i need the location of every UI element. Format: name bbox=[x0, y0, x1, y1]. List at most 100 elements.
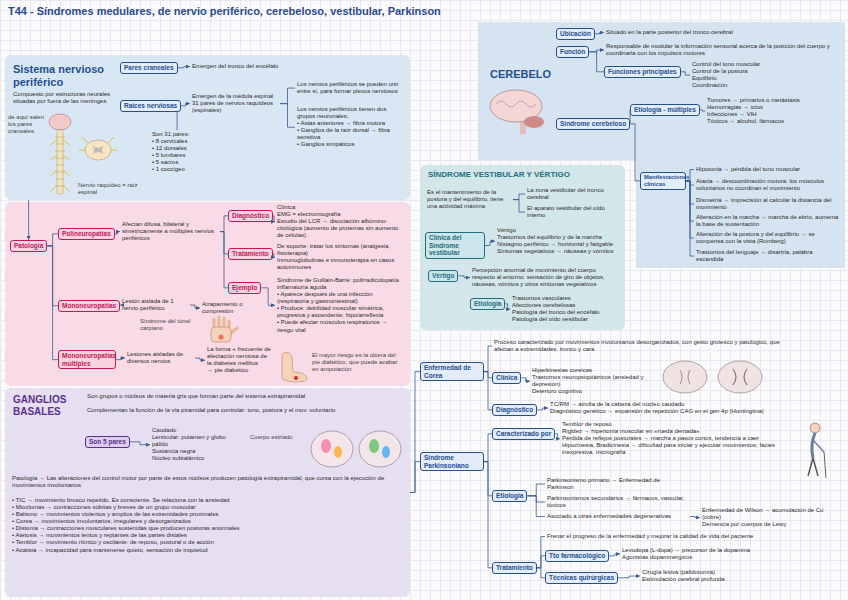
connector bbox=[484, 372, 492, 410]
node-text: Estimulación cerebral profunda bbox=[642, 576, 838, 583]
topic-box: Son 5 pares bbox=[85, 436, 130, 448]
connector bbox=[537, 556, 545, 568]
text-box: CaudadoLenticular: putamen y globo pálid… bbox=[150, 426, 245, 463]
topic-box: Raíces nerviosas bbox=[120, 100, 181, 112]
node-text: Control de la postura bbox=[692, 68, 828, 75]
node-text: • Corea → movimientos involuntarios, irr… bbox=[12, 518, 398, 525]
node-text: Ubicación bbox=[560, 30, 591, 38]
connector bbox=[280, 88, 295, 104]
nerve-lines bbox=[50, 140, 70, 192]
node-text: Alteración de la postura y del equilibri… bbox=[696, 231, 840, 245]
node-text: • 8 cervicales bbox=[152, 138, 208, 145]
topic-box: Etiología - múltiples bbox=[630, 104, 700, 116]
text-box: Frenar el progreso de la enfermedad y me… bbox=[545, 532, 840, 541]
node-text: Son 5 pares bbox=[89, 438, 126, 446]
panel-heading-area: CEREBELO bbox=[490, 68, 560, 81]
text-box: Afectan difusa, bilateral y simétricamen… bbox=[120, 220, 220, 243]
root-lines bbox=[79, 137, 117, 150]
brain-section bbox=[359, 431, 401, 467]
connector bbox=[273, 216, 275, 222]
connector bbox=[261, 288, 275, 305]
node-text: Ataxia → descoordinación motora: los mús… bbox=[696, 178, 840, 192]
node-text: • 1 coccígeo bbox=[152, 166, 208, 173]
connector bbox=[484, 462, 492, 568]
text-box: Atrapamiento o compresión bbox=[200, 300, 255, 316]
connector bbox=[555, 434, 560, 439]
cane bbox=[824, 452, 826, 478]
node-text: Hipocinesia, Bradicinesia → dificultad p… bbox=[562, 442, 783, 456]
connector bbox=[485, 241, 495, 245]
topic-box: Funciones principales bbox=[604, 66, 681, 78]
node-text: Vértigo bbox=[497, 227, 619, 234]
node-text: Coordinación bbox=[692, 82, 828, 89]
page-title: T44 - Síndromes medulares, de nervio per… bbox=[8, 5, 441, 17]
text-box: Emergen de la médula espinal31 pares de … bbox=[190, 92, 280, 115]
ventricles bbox=[733, 369, 747, 385]
text-box: Situado en la parte posterior del tronco… bbox=[604, 28, 840, 37]
node-text: Parkinsonismos secundarios → fármacos, v… bbox=[547, 495, 688, 509]
text-box: TC/RM → atrofia de la cabeza del núcleo … bbox=[548, 400, 840, 416]
brain-shape bbox=[49, 114, 71, 130]
topic-box: Tratamiento bbox=[228, 248, 273, 260]
node-text: Sustancia negra bbox=[152, 448, 243, 455]
foot-figure bbox=[282, 352, 307, 381]
connector bbox=[690, 517, 700, 518]
node-text: • Astas anteriores → fibra motora bbox=[297, 120, 403, 127]
node-text: Compuesto por estructuras neurales situa… bbox=[13, 91, 113, 105]
cord-section bbox=[85, 140, 111, 160]
text-box: Emergen del tronco del encéfalo bbox=[190, 62, 340, 71]
panel-heading: SÍNDROME VESTIBULAR Y VÉRTIGO bbox=[428, 170, 618, 179]
chorea-brain-figures bbox=[663, 361, 762, 393]
text-box: Temblor de reposoRigidez → hipertonía mu… bbox=[560, 420, 785, 457]
topic-box: Caracterizado por bbox=[492, 428, 555, 440]
cerebellum-figure bbox=[490, 90, 544, 134]
node-text: Deterioro cognitivo bbox=[532, 388, 650, 395]
node-text: → pie diabético bbox=[207, 367, 271, 374]
connector bbox=[505, 304, 510, 309]
node-text: Síndrome cerebeloso bbox=[560, 120, 626, 128]
text-box: Trastornos del lenguaje → disartria, pal… bbox=[694, 248, 842, 264]
topic-box: Síndrome cerebeloso bbox=[556, 118, 630, 130]
node-text: Tratamiento bbox=[232, 250, 269, 258]
node-text: • Atetosis → movimientos lentos y reptan… bbox=[12, 532, 398, 539]
text-box: Dismetría → imprecisión al calcular la d… bbox=[694, 196, 842, 212]
connector bbox=[595, 33, 604, 34]
text-box: Ataxia → descoordinación motora: los mús… bbox=[694, 177, 842, 193]
node-text: Dismetría → imprecisión al calcular la d… bbox=[696, 197, 840, 211]
node-text: Estudio del LCR → disociación albúmino-c… bbox=[277, 218, 403, 239]
spinal-cord bbox=[57, 130, 63, 194]
node-text: Etiología - múltiples bbox=[634, 106, 696, 114]
node-text: Tratamiento bbox=[496, 564, 533, 572]
node-text: Tumores → primarios o metástasis bbox=[707, 97, 838, 104]
connector bbox=[589, 52, 604, 72]
topic-box: Polineuropatías bbox=[58, 228, 115, 240]
node-text: Etiología bbox=[496, 492, 523, 500]
node-text: TC/RM → atrofia de la cabeza del núcleo … bbox=[550, 401, 838, 408]
text-box: Tumores → primarios o metástasisHemorrag… bbox=[705, 96, 840, 126]
text-box: Alteración en la marcha → marcha de ebri… bbox=[694, 213, 842, 229]
annotation: de aquí salen los pares craneales bbox=[8, 114, 46, 135]
text-box: Patología → Las alteraciones del control… bbox=[10, 474, 400, 490]
node-text: Son grupos o núcleos de materia gris que… bbox=[87, 393, 398, 400]
text-box: Trastornos vascularesAfecciones cerebelo… bbox=[510, 294, 622, 324]
connector bbox=[47, 246, 58, 360]
node-text: Trastornos vasculares bbox=[512, 295, 620, 302]
node-text: Situado en la parte posterior del tronco… bbox=[606, 29, 838, 36]
topic-box: Etiología bbox=[492, 490, 527, 502]
topic-box: Ubicación bbox=[556, 28, 595, 40]
connector bbox=[47, 234, 58, 246]
node-text: Alteración en la marcha → marcha de ebri… bbox=[696, 214, 840, 228]
node-text: Pares craneales bbox=[124, 64, 174, 72]
topic-box: Síndrome Parkinsoniano bbox=[420, 452, 484, 471]
topic-box: Etiología bbox=[470, 298, 505, 310]
node-text: Raíces nerviosas bbox=[124, 102, 177, 110]
nucleus bbox=[369, 439, 379, 453]
topic-box: Técnicas quirúrgicas bbox=[545, 572, 618, 584]
node-text: Frenar el progreso de la enfermedad y me… bbox=[547, 533, 838, 540]
arm bbox=[813, 440, 824, 452]
node-text: Tóxicos → alcohol, fármacos bbox=[707, 118, 838, 125]
basal-ganglia-figures bbox=[311, 431, 401, 467]
node-text: • 5 sacros bbox=[152, 159, 208, 166]
node-text: Control del tono muscular bbox=[692, 61, 828, 68]
gyri bbox=[496, 101, 536, 107]
